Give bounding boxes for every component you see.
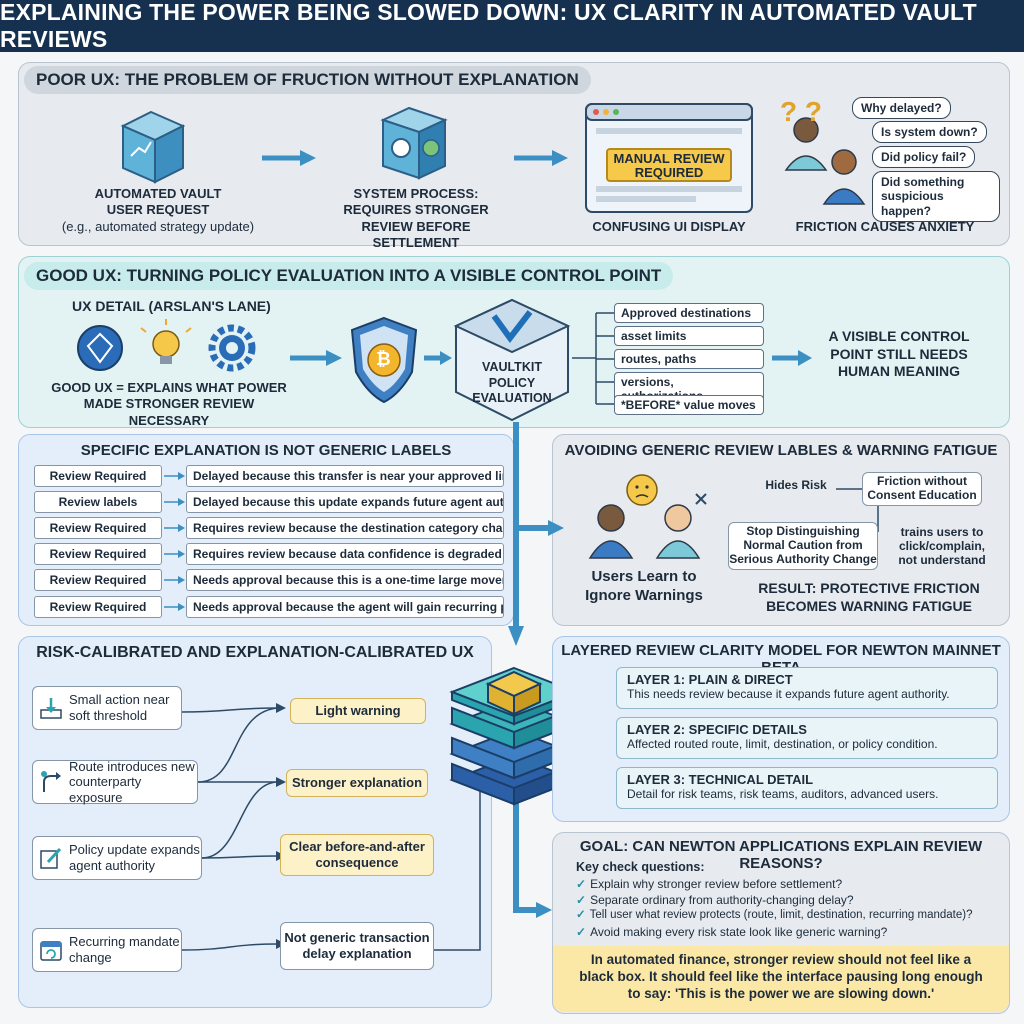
out-before-after: Clear before-and-after consequence bbox=[280, 834, 434, 876]
question-text: Tell user what review protects (route, l… bbox=[589, 909, 973, 921]
specific-reason: Needs approval because the agent will ga… bbox=[186, 596, 504, 618]
generic-label: Review Required bbox=[34, 465, 162, 487]
bubble-policy-fail: Did policy fail? bbox=[872, 146, 976, 169]
layer-desc: Affected routed route, limit, destinatio… bbox=[627, 737, 938, 751]
goal-quote: In automated finance, stronger review sh… bbox=[553, 946, 1009, 1012]
layer-desc: Detail for risk teams, risk teams, audit… bbox=[627, 787, 939, 801]
check-icon: ✓ bbox=[576, 909, 586, 921]
check-icon: ✓ bbox=[576, 925, 587, 939]
risk-item-text: Recurring mandate change bbox=[69, 934, 180, 965]
bubble-suspicious: Did something suspicious happen? bbox=[872, 171, 1000, 223]
risk-item-text: Policy update expands agent authority bbox=[69, 842, 200, 873]
specific-reason: Requires review because the destination … bbox=[186, 517, 504, 539]
generic-label: Review labels bbox=[34, 491, 162, 513]
check-icon: ✓ bbox=[576, 877, 587, 891]
specific-reason: Needs approval because this is a one-tim… bbox=[186, 569, 504, 591]
risk-heading: RISK-CALIBRATED AND EXPLANATION-CALIBRAT… bbox=[36, 644, 474, 661]
specific-heading: SPECIFIC EXPLANATION IS NOT GENERIC LABE… bbox=[80, 442, 452, 459]
users-caption: Users Learn to Ignore Warnings bbox=[585, 568, 703, 604]
question-text: Avoid making every risk state look like … bbox=[590, 925, 888, 939]
specific-reason: Delayed because this transfer is near yo… bbox=[186, 465, 504, 487]
generic-label: Review Required bbox=[34, 569, 162, 591]
goal-question-4: ✓Avoid making every risk state look like… bbox=[576, 924, 1004, 940]
poor-step1-sub: (e.g., automated strategy update) bbox=[61, 218, 255, 234]
route-icon bbox=[41, 771, 61, 792]
bitcoin-glyph: ₿ bbox=[376, 349, 391, 369]
layer-3: LAYER 3: TECHNICAL DETAIL Detail for ris… bbox=[616, 767, 998, 809]
question-text: Explain why stronger review before settl… bbox=[590, 877, 843, 891]
out-stronger-explanation: Stronger explanation bbox=[286, 769, 428, 797]
specific-reason: Delayed because this update expands futu… bbox=[186, 491, 504, 513]
stop-distinguishing-box: Stop Distinguishing Normal Caution from … bbox=[728, 522, 878, 570]
generic-label: Review Required bbox=[34, 517, 162, 539]
edit-icon bbox=[40, 847, 62, 869]
poor-step1-title: AUTOMATED VAULT USER REQUEST bbox=[94, 186, 222, 218]
layer-title: LAYER 3: TECHNICAL DETAIL bbox=[627, 772, 814, 787]
trains-users: trains users to click/complain, not unde… bbox=[898, 525, 986, 567]
check-icon: ✓ bbox=[576, 893, 587, 907]
bubble-why-delayed: Why delayed? bbox=[852, 97, 951, 120]
risk-item-3: Policy update expands agent authority bbox=[32, 836, 202, 880]
out-light-warning: Light warning bbox=[290, 698, 426, 724]
risk-item-2: Route introduces new counterparty exposu… bbox=[32, 758, 198, 805]
manual-review-badge: MANUAL REVIEW REQUIRED bbox=[606, 148, 732, 182]
question-marks: ? ? bbox=[780, 96, 822, 127]
risk-item-1: Small action near soft threshold bbox=[32, 686, 182, 730]
layer-title: LAYER 1: PLAIN & DIRECT bbox=[627, 672, 793, 687]
check-routes-paths: routes, paths bbox=[614, 349, 764, 369]
goal-question-3: ✓Tell user what review protects (route, … bbox=[576, 908, 1008, 924]
vaultkit-label: VAULTKIT POLICY EVALUATION bbox=[472, 360, 552, 406]
hides-risk: Hides Risk bbox=[765, 478, 827, 492]
bubble-system-down: Is system down? bbox=[872, 121, 987, 144]
layer-1: LAYER 1: PLAIN & DIRECT This needs revie… bbox=[616, 667, 998, 709]
check-approved-destinations: Approved destinations bbox=[614, 303, 764, 323]
layer-desc: This needs review because it expands fut… bbox=[627, 687, 950, 701]
layer-2: LAYER 2: SPECIFIC DETAILS Affected route… bbox=[616, 717, 998, 759]
poor-step1-caption: AUTOMATED VAULT USER REQUEST (e.g., auto… bbox=[58, 186, 258, 235]
risk-item-text: Small action near soft threshold bbox=[69, 692, 170, 723]
poor-step4-title: FRICTION CAUSES ANXIETY bbox=[795, 219, 975, 234]
poor-step3-title: CONFUSING UI DISPLAY bbox=[592, 219, 746, 234]
risk-item-text: Route introduces new counterparty exposu… bbox=[69, 758, 195, 805]
avoid-heading: AVOIDING GENERIC REVIEW LABLES & WARNING… bbox=[564, 442, 998, 459]
calendar-icon bbox=[40, 941, 62, 961]
risk-item-4: Recurring mandate change bbox=[32, 928, 182, 972]
question-text: Separate ordinary from authority-changin… bbox=[590, 893, 854, 907]
key-check-title: Key check questions: bbox=[576, 860, 705, 874]
generic-label: Review Required bbox=[34, 596, 162, 618]
goal-question-1: ✓Explain why stronger review before sett… bbox=[576, 876, 1004, 892]
specific-reason: Requires review because data confidence … bbox=[186, 543, 504, 565]
avoid-result: RESULT: PROTECTIVE FRICTION BECOMES WARN… bbox=[758, 580, 980, 614]
friction-box: Friction without Consent Education bbox=[862, 472, 982, 506]
generic-label: Review Required bbox=[34, 543, 162, 565]
check-before-value: *BEFORE* value moves bbox=[614, 395, 764, 415]
good-result: A VISIBLE CONTROL POINT STILL NEEDS HUMA… bbox=[828, 328, 970, 379]
goal-question-2: ✓Separate ordinary from authority-changi… bbox=[576, 892, 1004, 908]
download-icon bbox=[40, 698, 62, 719]
layer-title: LAYER 2: SPECIFIC DETAILS bbox=[627, 722, 807, 737]
check-asset-limits: asset limits bbox=[614, 326, 764, 346]
out-not-generic: Not generic transaction delay explanatio… bbox=[280, 922, 434, 970]
page-title: EXPLAINING THE POWER BEING SLOWED DOWN: … bbox=[0, 0, 1024, 52]
poor-ux-heading: POOR UX: THE PROBLEM OF FRUCTION WITHOUT… bbox=[24, 66, 591, 94]
goal-heading: GOAL: CAN NEWTON APPLICATIONS EXPLAIN RE… bbox=[579, 838, 983, 872]
good-ux-heading: GOOD UX: TURNING POLICY EVALUATION INTO … bbox=[24, 262, 674, 290]
poor-step2-title: SYSTEM PROCESS: REQUIRES STRONGER REVIEW… bbox=[343, 186, 489, 250]
ux-detail-caption: GOOD UX = EXPLAINS WHAT POWER MADE STRON… bbox=[51, 380, 287, 428]
ux-detail-title: UX DETAIL (ARSLAN'S LANE) bbox=[72, 298, 271, 314]
